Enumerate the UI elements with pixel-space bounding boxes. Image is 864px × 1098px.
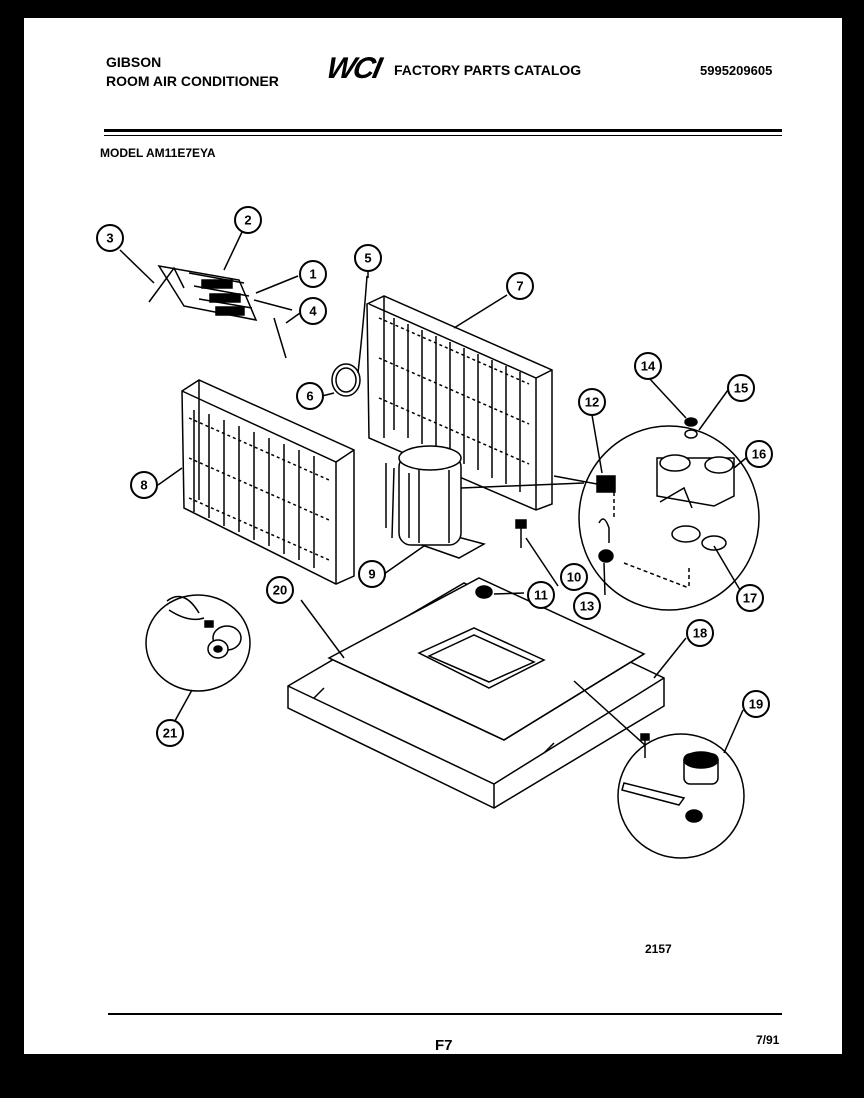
mounting-bolt-drawing [515, 519, 527, 548]
control-bracket-drawing [148, 264, 293, 359]
callout-17: 17 [736, 584, 764, 612]
leader-lines [119, 231, 747, 754]
svg-text:11: 11 [534, 588, 548, 603]
svg-text:3: 3 [106, 231, 113, 246]
callout-11: 11 [527, 581, 555, 609]
base-pan-drawing [287, 577, 665, 809]
svg-text:14: 14 [641, 359, 656, 374]
callout-6: 6 [296, 382, 324, 410]
grommet-drawing [475, 585, 493, 599]
svg-text:4: 4 [309, 304, 317, 319]
svg-text:20: 20 [273, 583, 287, 598]
catalog-page: GIBSON ROOM AIR CONDITIONER WCI FACTORY … [24, 18, 842, 1054]
capillary-tube-drawing [331, 275, 368, 397]
svg-text:12: 12 [585, 395, 599, 410]
drawing-number: 2157 [645, 942, 672, 956]
catalog-part-number: 5995209605 [700, 63, 773, 78]
callout-1: 1 [299, 260, 327, 288]
callout-13: 13 [573, 592, 601, 620]
svg-text:13: 13 [580, 599, 594, 614]
callout-10: 10 [560, 563, 588, 591]
callout-9: 9 [358, 560, 386, 588]
product-type: ROOM AIR CONDITIONER [106, 73, 279, 89]
page-code: F7 [435, 1037, 453, 1054]
callout-8: 8 [130, 471, 158, 499]
svg-text:17: 17 [743, 591, 757, 606]
date-code: 7/91 [756, 1033, 780, 1047]
callout-15: 15 [727, 374, 755, 402]
svg-text:10: 10 [567, 570, 581, 585]
callout-2: 2 [234, 206, 262, 234]
callout-19: 19 [742, 690, 770, 718]
catalog-title: FACTORY PARTS CATALOG [394, 62, 582, 78]
svg-text:5: 5 [364, 251, 371, 266]
callout-12: 12 [578, 388, 606, 416]
svg-text:8: 8 [140, 478, 147, 493]
compressor-drawing [385, 445, 585, 559]
footer-rule [108, 1013, 782, 1015]
callout-16: 16 [745, 440, 773, 468]
compressor-mount-detail [553, 417, 760, 611]
svg-text:21: 21 [163, 726, 177, 741]
svg-text:2: 2 [244, 213, 251, 228]
svg-text:1: 1 [309, 267, 316, 282]
header-rule-thin [104, 135, 782, 136]
callout-20: 20 [266, 576, 294, 604]
svg-text:19: 19 [749, 697, 763, 712]
brand-name: GIBSON [106, 54, 162, 70]
evaporator-coil-drawing [181, 379, 355, 585]
svg-text:15: 15 [734, 381, 748, 396]
exploded-parts-diagram: 1 2 3 4 5 6 7 8 9 10 11 12 13 14 15 16 1… [96, 206, 773, 859]
svg-text:18: 18 [693, 626, 707, 641]
callout-7: 7 [506, 272, 534, 300]
header-rule [104, 129, 782, 132]
svg-text:6: 6 [306, 389, 313, 404]
switch-detail [617, 733, 745, 859]
model-number: MODEL AM11E7EYA [100, 146, 216, 160]
callout-18: 18 [686, 619, 714, 647]
callout-14: 14 [634, 352, 662, 380]
thermostat-detail [145, 594, 251, 692]
svg-text:9: 9 [368, 567, 375, 582]
callout-4: 4 [299, 297, 327, 325]
callout-3: 3 [96, 224, 124, 252]
svg-text:16: 16 [752, 447, 766, 462]
callout-21: 21 [156, 719, 184, 747]
callout-5: 5 [354, 244, 382, 272]
svg-text:7: 7 [516, 279, 523, 294]
